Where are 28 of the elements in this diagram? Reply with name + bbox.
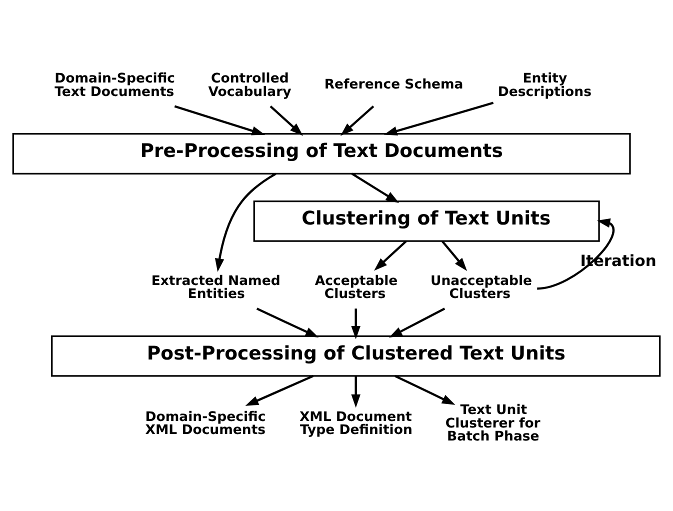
arrow: [384, 101, 494, 135]
node-box: Pre-Processing of Text Documents: [12, 132, 631, 174]
node-text: Unacceptable Clusters: [430, 273, 532, 302]
arrow: [174, 104, 266, 135]
node-text: Extracted Named Entities: [151, 273, 280, 302]
node-text: Acceptable Clusters: [314, 273, 398, 302]
arrow: [388, 307, 446, 338]
arrow: [270, 104, 304, 136]
node-box: Post-Processing of Clustered Text Units: [51, 334, 661, 376]
arrow: [394, 374, 456, 404]
arrow: [214, 172, 276, 272]
node-text: Text Unit Clusterer for Batch Phase: [445, 402, 540, 444]
arrow: [351, 308, 360, 339]
arrow: [256, 307, 319, 338]
arrow: [374, 240, 407, 270]
arrow: [351, 375, 360, 408]
node-text: XML Document Type Definition: [299, 409, 412, 438]
node-text: Entity Descriptions: [498, 71, 592, 100]
node-box: Clustering of Text Units: [253, 200, 600, 242]
node-text: Reference Schema: [324, 77, 464, 92]
arrow: [351, 172, 400, 203]
node-text: Domain-Specific Text Documents: [54, 71, 176, 100]
arrow: [441, 240, 468, 271]
node-text: Domain-Specific XML Documents: [145, 409, 266, 438]
arrow: [537, 218, 614, 290]
node-text: Controlled Vocabulary: [208, 71, 292, 100]
arrow: [245, 374, 314, 406]
arrow: [340, 104, 374, 136]
